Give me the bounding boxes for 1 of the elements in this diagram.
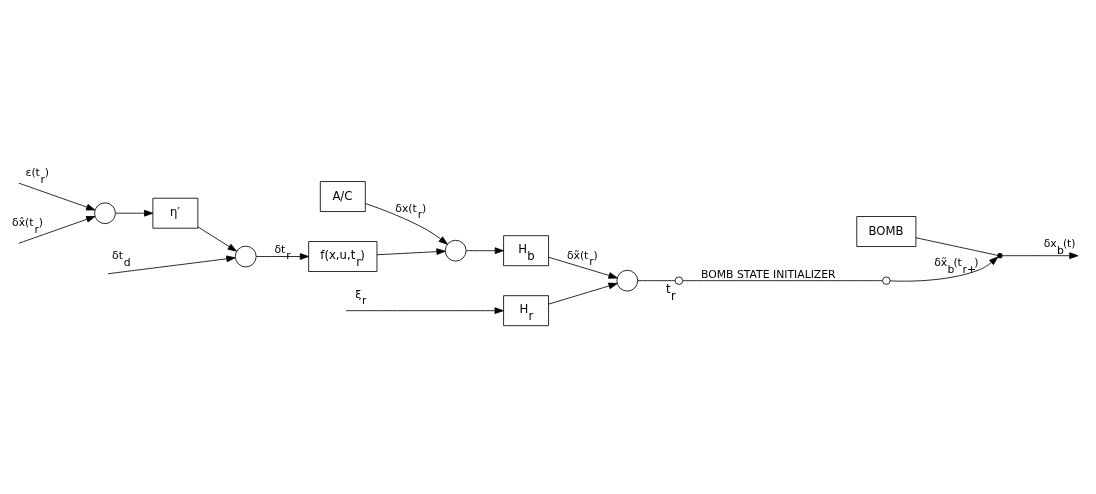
- edge-label: BOMB STATE INITIALIZER: [701, 267, 836, 281]
